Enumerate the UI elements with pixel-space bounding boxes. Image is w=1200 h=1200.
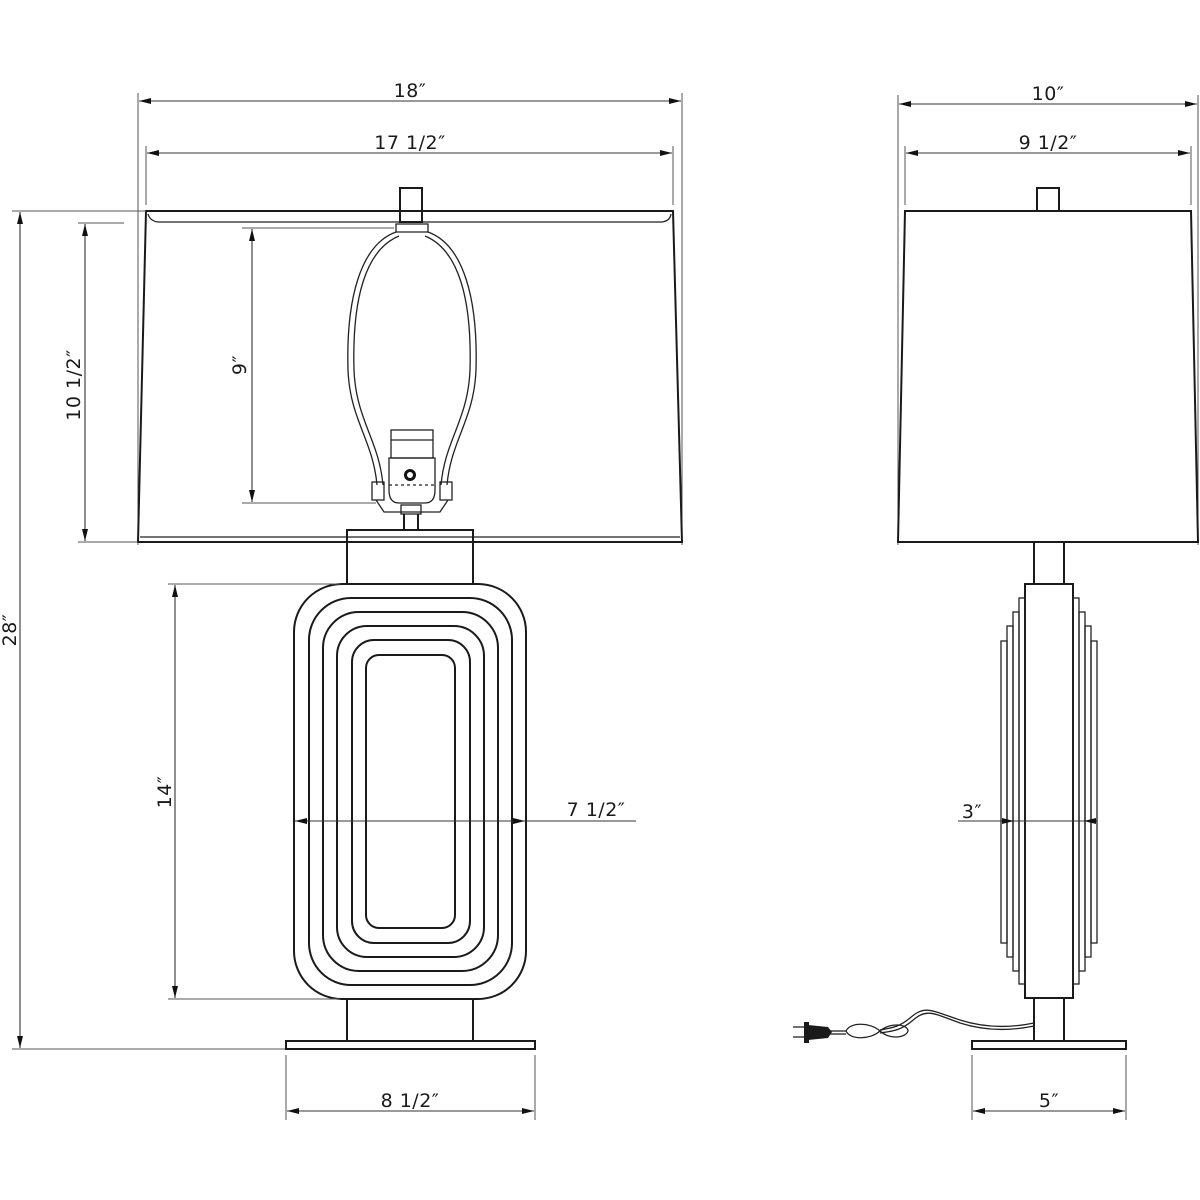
dim-body-width: 7 1/2″: [295, 799, 636, 824]
neck: [346, 514, 474, 585]
dim-label-18: 18″: [394, 80, 427, 102]
lamp-shade: [136, 210, 684, 543]
power-cord: [830, 1009, 1035, 1039]
dim-overall-shade-depth: 10″: [897, 83, 1199, 545]
plug: [793, 1022, 832, 1043]
side-view: 10″ 9 1/2″: [793, 83, 1200, 1120]
side-lamp-shade: [896, 210, 1200, 543]
dim-label-10: 10″: [1032, 83, 1065, 105]
harp: [347, 223, 477, 513]
dim-body-height: 14″: [154, 583, 340, 1000]
dim-label-28: 28″: [0, 614, 21, 647]
dim-label-5: 5″: [1039, 1090, 1059, 1112]
dim-base-width: 8 1/2″: [285, 1055, 536, 1120]
dim-label-14: 14″: [154, 776, 176, 809]
finial: [399, 187, 423, 223]
dim-overall-shade-width: 18″: [137, 80, 683, 545]
dim-label-8-1-2: 8 1/2″: [381, 1090, 440, 1112]
side-body-panel: [1000, 583, 1098, 999]
dim-body-depth: 3″: [958, 801, 1097, 824]
dim-base-depth: 5″: [971, 1055, 1127, 1120]
dim-label-9-1-2: 9 1/2″: [1019, 132, 1078, 154]
dim-label-10-1-2: 10 1/2″: [63, 349, 85, 420]
dim-label-3: 3″: [962, 801, 982, 823]
dim-shade-top-depth: 9 1/2″: [904, 132, 1192, 205]
dim-label-17-1-2: 17 1/2″: [374, 132, 445, 154]
dim-shade-height: 10 1/2″: [63, 222, 138, 543]
socket: [388, 429, 436, 515]
side-finial: [1036, 187, 1060, 212]
dim-overall-height: 28″: [0, 210, 286, 1050]
body-panel: [293, 583, 527, 1000]
dim-label-9: 9″: [229, 355, 251, 375]
dim-shade-top-width: 17 1/2″: [145, 132, 674, 205]
dim-label-7-1-2: 7 1/2″: [567, 799, 626, 821]
stem-and-base: [285, 998, 536, 1050]
dim-harp-height: 9″: [229, 227, 394, 504]
front-view: 18″ 17 1/2″: [0, 80, 684, 1120]
side-neck: [1033, 542, 1065, 584]
side-stem-and-base: [971, 998, 1127, 1050]
